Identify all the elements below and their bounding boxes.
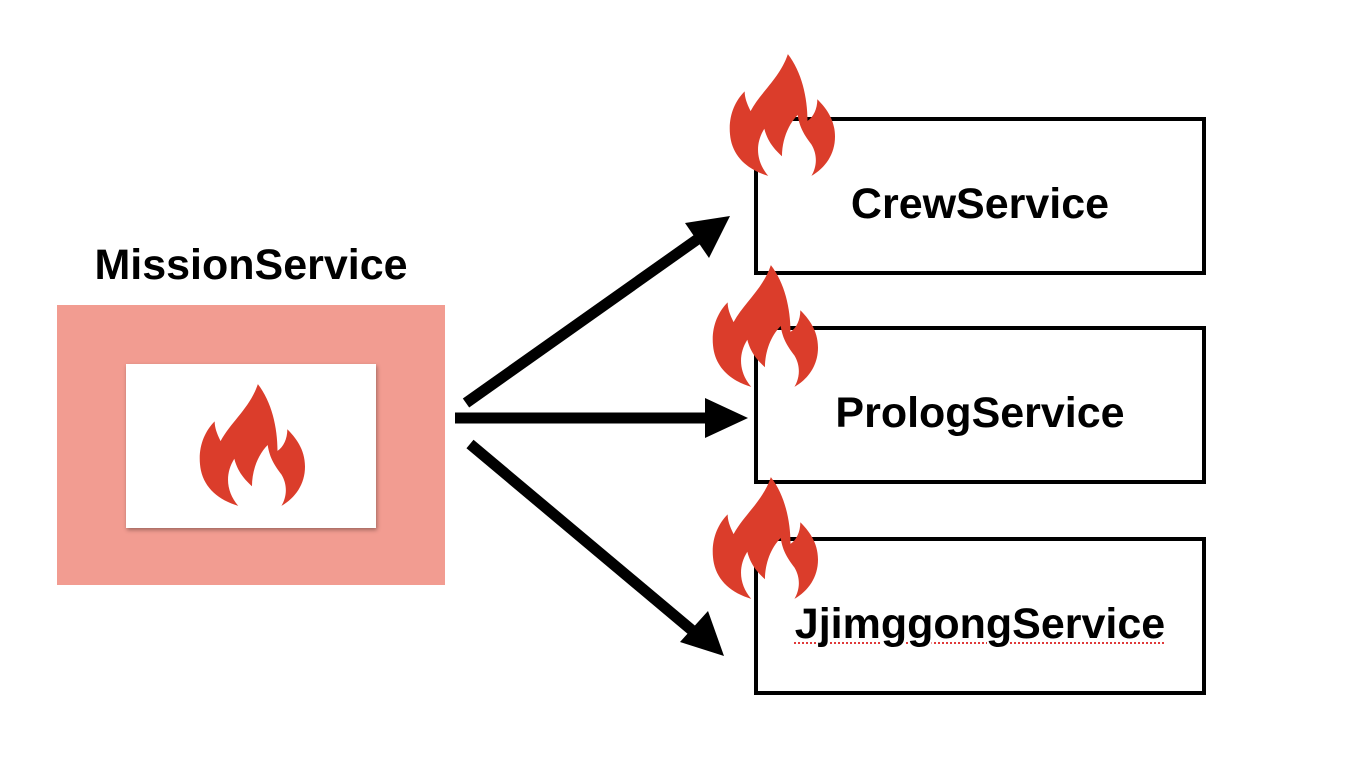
arrowhead-jjimggong: [680, 611, 724, 656]
service-label: JjimggongService: [794, 600, 1166, 648]
flame-icon: [729, 54, 835, 176]
service-box-jjimggong: JjimggongService: [754, 537, 1206, 695]
arrow-to-jjimggong-service: [466, 439, 698, 637]
arrowhead-crew: [685, 216, 730, 258]
service-label: CrewService: [850, 180, 1110, 228]
flame-icon: [712, 477, 818, 599]
arrow-to-crew-service: [462, 231, 706, 408]
service-box-crew: CrewService: [754, 117, 1206, 275]
source-service-title: MissionService: [94, 241, 408, 289]
service-box-prolog: PrologService: [754, 326, 1206, 484]
flame-icon: [712, 265, 818, 387]
arrowhead-prolog: [705, 398, 748, 438]
service-label: PrologService: [835, 389, 1125, 437]
